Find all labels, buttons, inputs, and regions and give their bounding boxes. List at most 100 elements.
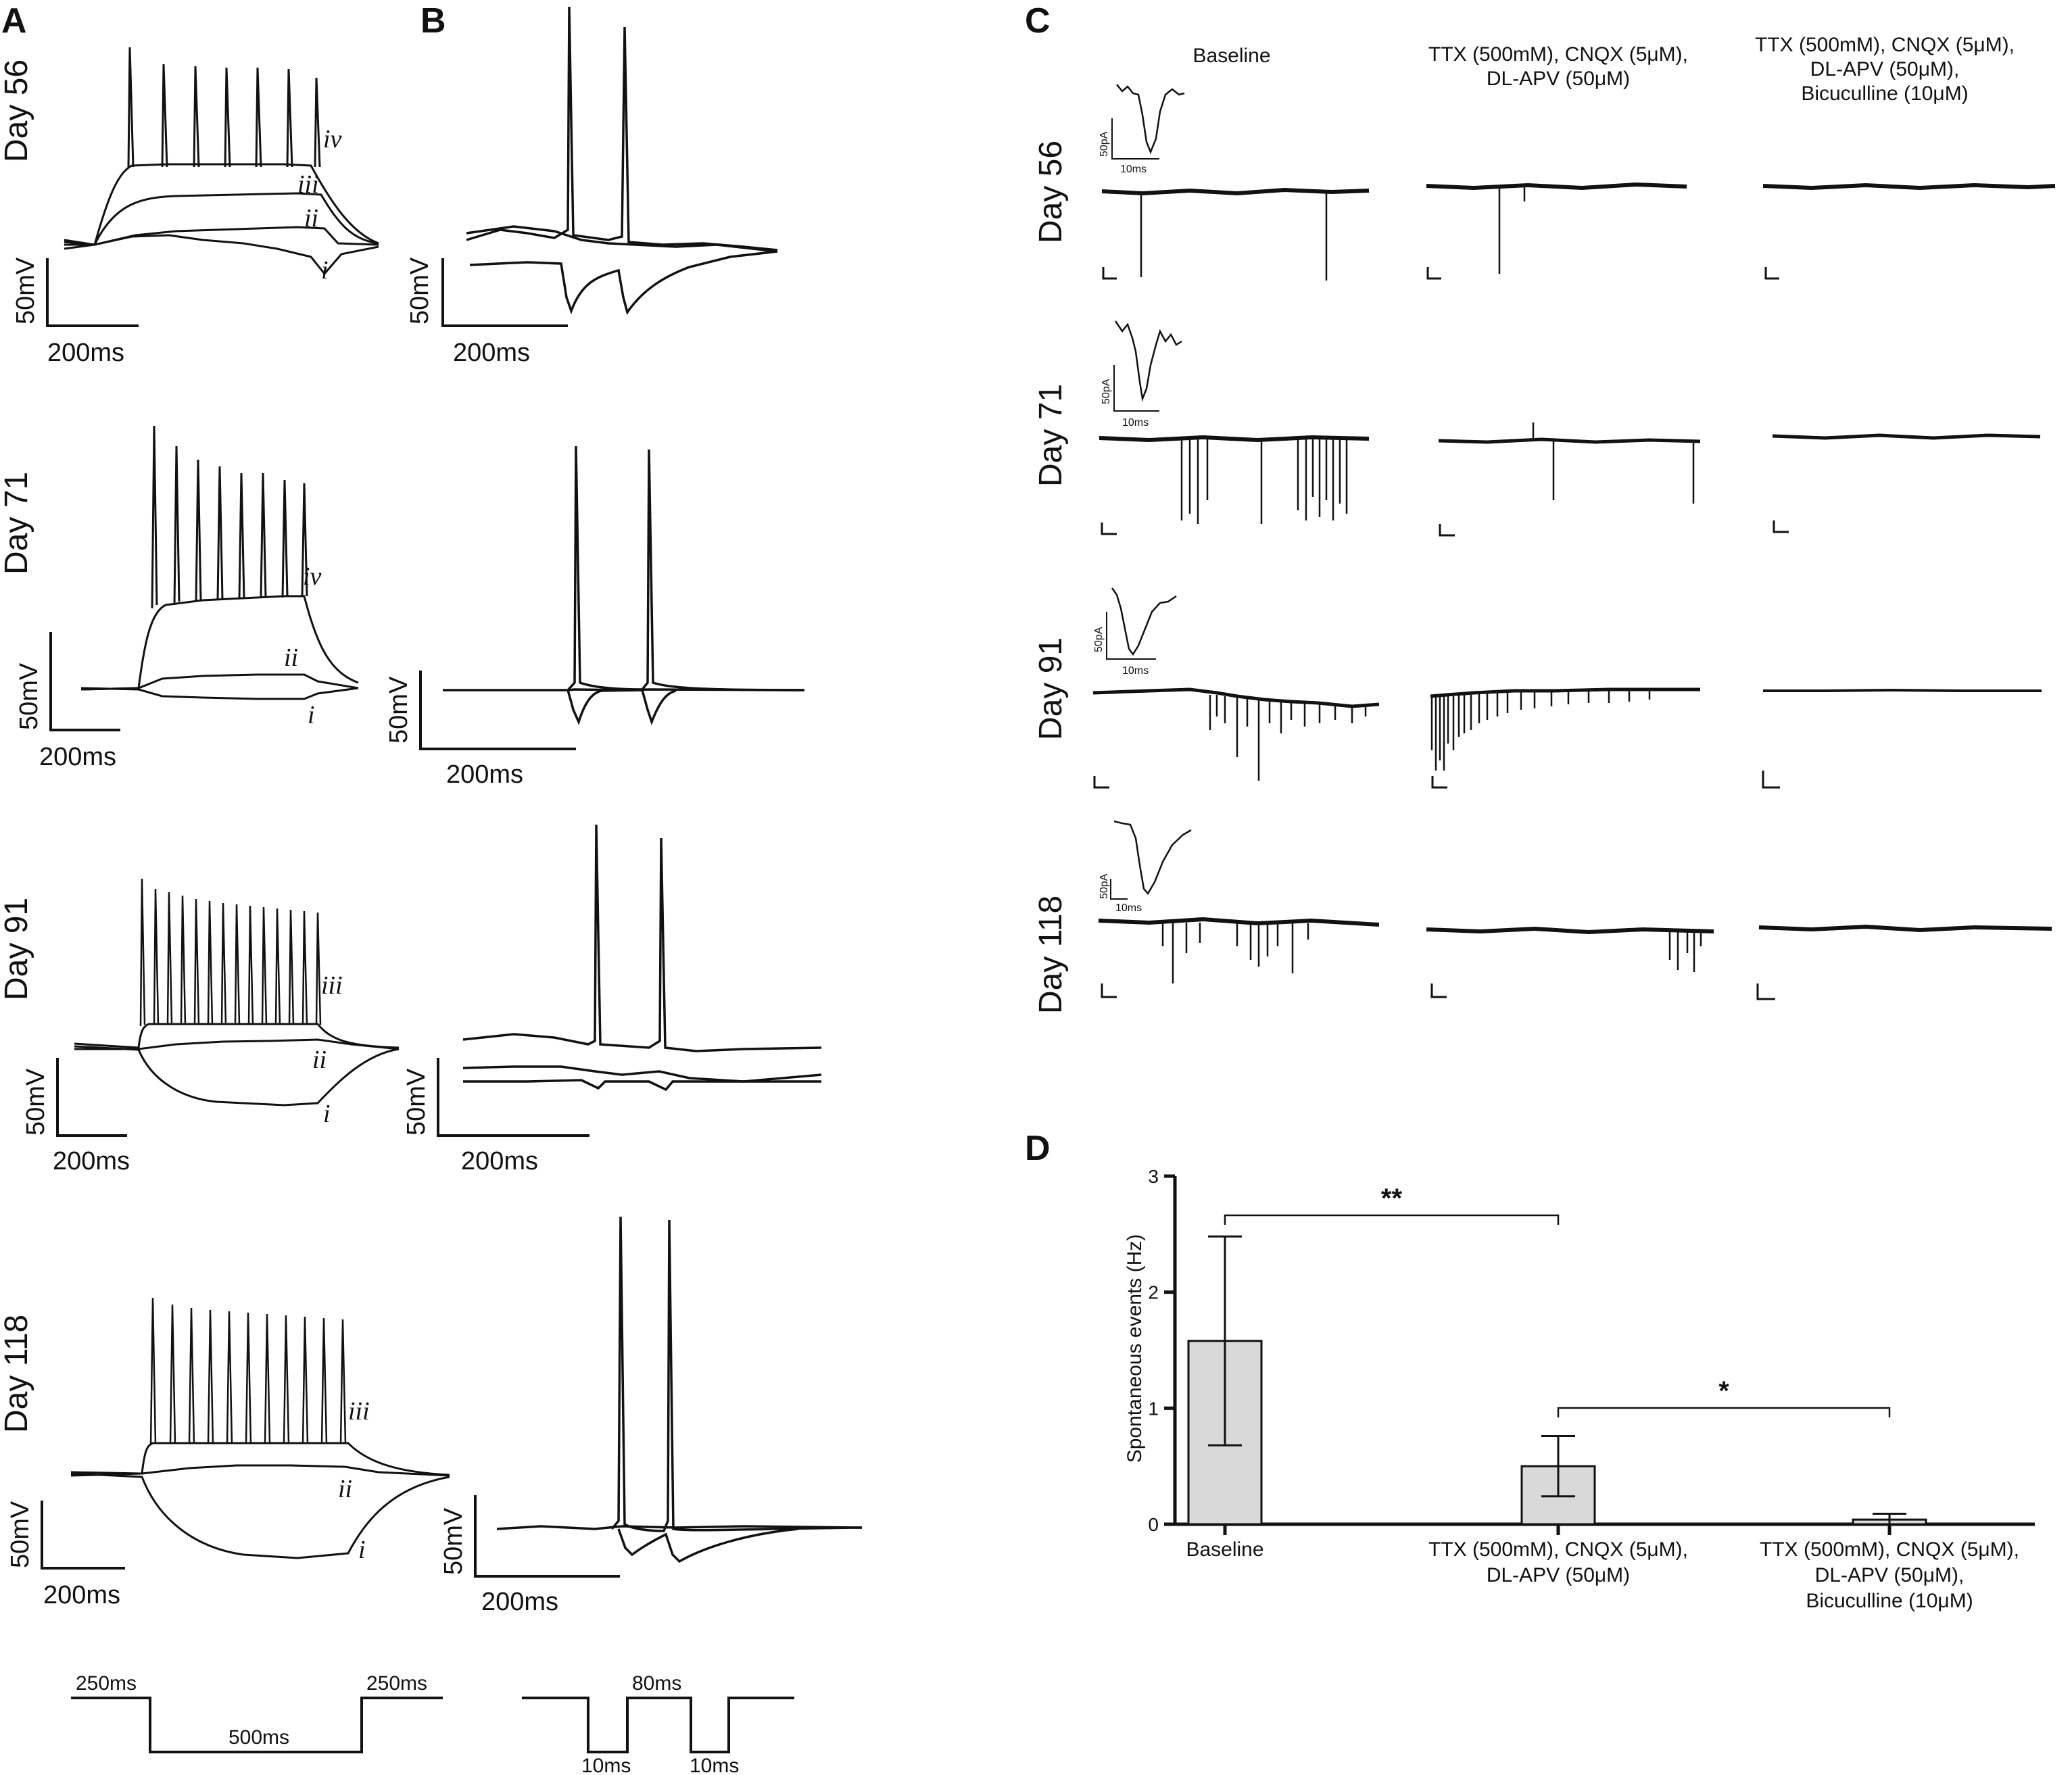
c-d118-baseline-trace <box>1098 917 1380 927</box>
c-d91-scale-3 <box>1762 771 1780 789</box>
b-day91-scale-ms: 200ms <box>461 1147 538 1175</box>
a-day71-traces <box>80 425 359 700</box>
a-day91-label-ii: ii <box>312 1046 327 1074</box>
b-day71-scale-ms: 200ms <box>446 760 523 789</box>
c-d56-inset-ms: 10ms <box>1120 164 1147 175</box>
a-day91-scalebar <box>56 1058 127 1137</box>
day-label-a-91: Day 91 <box>0 898 34 1000</box>
a-day91-label-iii: iii <box>321 971 343 1000</box>
a-day118-scalebar <box>41 1501 125 1570</box>
c-d118-scale-b <box>1101 983 1117 998</box>
c-d118-inset-ms: 10ms <box>1115 902 1142 914</box>
d-significance-bracket-0 <box>1224 1214 1560 1225</box>
a-day56-label-ii: ii <box>304 204 318 233</box>
a-day118-scale-ms: 200ms <box>43 1581 120 1609</box>
b-pulse-protocol <box>522 1697 794 1753</box>
d-significance-brackets: *** <box>1224 1184 1891 1417</box>
day-label-c-91: Day 91 <box>1033 637 1069 740</box>
b-protocol-pulse1-label: 10ms <box>581 1755 631 1775</box>
panel-label-b: B <box>420 1 446 41</box>
c-d71-cond3-trace <box>1772 433 2041 440</box>
c-d56-baseline-trace <box>1101 187 1370 196</box>
c-d91-scale-2 <box>1431 776 1447 789</box>
d-xlabel-cond3-line2: DL-APV (50μM), <box>1815 1564 1965 1586</box>
c-d91-inset-trace <box>1111 587 1177 656</box>
c-d91-inset-scalebar <box>1106 612 1156 660</box>
c-d71-scale-2 <box>1439 524 1455 537</box>
b-day91-scalebar <box>437 1058 589 1137</box>
c-header-cond2-line2: DL-APV (50μM) <box>1487 68 1630 90</box>
c-d71-inset-pa: 50pA <box>1101 379 1112 404</box>
d-error-bars <box>1208 1235 1906 1535</box>
a-day56-scale-mv: 50mV <box>11 257 40 324</box>
c-d91-cond3-trace <box>1763 688 2042 692</box>
b-day118-scale-ms: 200ms <box>481 1588 558 1616</box>
panel-a: iv iii ii i 50mV 200ms iv ii i 50mV 200m… <box>6 47 450 1609</box>
d-y-axis-label: Spontaneous events (Hz) <box>1124 1234 1146 1463</box>
c-header-cond3-line1: TTX (500mM), CNQX (5μM), <box>1755 34 2015 56</box>
d-y-tick-label: 1 <box>1148 1398 1159 1419</box>
b-day56-trace-mid <box>466 225 778 253</box>
d-xlabel-cond3-line3: Bicuculline (10μM) <box>1806 1590 1973 1612</box>
c-d91-scale-b <box>1093 776 1109 789</box>
a-day71-label-i: i <box>308 701 315 729</box>
b-protocol-interval-label: 80ms <box>632 1672 681 1695</box>
a-day91-scale-mv: 50mV <box>22 1068 50 1136</box>
c-d71-baseline-trace <box>1099 435 1370 443</box>
a-day71-scalebar <box>49 632 120 731</box>
a-day56-scale-ms: 200ms <box>47 339 124 367</box>
day-label-c-56: Day 56 <box>1033 141 1069 243</box>
a-day118-label-ii: ii <box>338 1475 352 1503</box>
a-day56-label-iv: iv <box>323 125 342 153</box>
c-d71-cond2-trace <box>1438 437 1701 444</box>
a-day71-scale-mv: 50mV <box>15 662 43 730</box>
a-day56-label-i: i <box>321 256 329 285</box>
c-d118-scale-2 <box>1430 983 1447 998</box>
c-d118-cond2-events <box>1668 931 1702 972</box>
c-d91-baseline-events <box>1209 695 1367 781</box>
a-day118-traces <box>70 1297 450 1559</box>
c-d118-inset-pa: 50pA <box>1099 873 1110 899</box>
panel-b: 50mV 200ms 50mV 200ms 50mV 200ms 50mV 20… <box>385 6 863 1616</box>
c-d56-inset-pa: 50pA <box>1099 131 1110 157</box>
b-day91-trace-spike <box>462 824 822 1052</box>
c-d71-inset-trace <box>1114 320 1182 402</box>
day-label-c-118: Day 118 <box>1033 896 1069 1014</box>
c-d56-cond2-trace <box>1426 182 1687 191</box>
day-label-a-118: Day 118 <box>0 1315 34 1433</box>
d-xlabel-baseline: Baseline <box>1186 1538 1263 1561</box>
a-day71-label-ii: ii <box>284 643 298 672</box>
d-y-tick-label: 3 <box>1148 1166 1159 1187</box>
b-day91-scale-mv: 50mV <box>402 1068 431 1136</box>
d-significance-bracket-1 <box>1557 1407 1891 1417</box>
d-significance-label-0: ** <box>1381 1184 1403 1213</box>
b-day118-scale-mv: 50mV <box>439 1507 468 1575</box>
b-day56-scale-ms: 200ms <box>453 339 530 367</box>
c-header-baseline: Baseline <box>1192 45 1270 67</box>
c-header-cond2-line1: TTX (500mM), CNQX (5μM), <box>1428 43 1688 66</box>
b-day118-trace-hyper <box>617 1528 798 1563</box>
c-d56-baseline-events <box>1140 192 1328 281</box>
panel-label-d: D <box>1025 1129 1051 1168</box>
c-d56-cond3-trace <box>1762 183 2056 191</box>
b-day71-scalebar <box>419 671 576 750</box>
d-y-tick-label: 2 <box>1148 1282 1159 1303</box>
c-d56-inset-scalebar <box>1111 118 1159 160</box>
c-d71-baseline-events <box>1180 439 1348 524</box>
d-xlabel-cond3-line1: TTX (500mM), CNQX (5μM), <box>1760 1538 2019 1561</box>
a-day118-scale-mv: 50mV <box>6 1501 34 1568</box>
b-day91-trace-lower <box>463 1079 821 1092</box>
c-d118-cond3-trace <box>1758 924 2052 933</box>
b-day56-trace-upper <box>466 6 778 251</box>
b-day118-trace-spike <box>610 1216 863 1532</box>
c-d71-scale-b <box>1101 522 1117 535</box>
b-day118-scalebar <box>474 1495 620 1578</box>
panel-label-a: A <box>1 1 27 41</box>
a-protocol-pre-label: 250ms <box>76 1672 137 1695</box>
c-d91-cond2-events <box>1430 689 1651 771</box>
a-protocol-step-label: 500ms <box>228 1726 289 1749</box>
b-day71-trace-spike <box>567 445 805 691</box>
c-header-cond3-line2: DL-APV (50μM), <box>1810 58 1960 80</box>
d-xlabel-cond2-line2: DL-APV (50μM) <box>1487 1564 1630 1586</box>
